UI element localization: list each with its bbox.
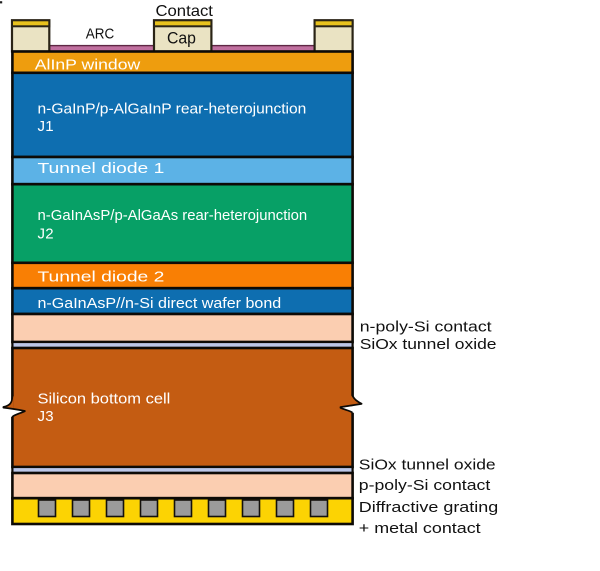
svg-text:AlInP window: AlInP window	[35, 57, 141, 73]
svg-text:n-GaInP/p-AlGaInP rear-heteroj: n-GaInP/p-AlGaInP rear-heterojunction	[38, 101, 307, 118]
svg-text:Cap: Cap	[167, 29, 196, 47]
svg-text:Tunnel diode 1: Tunnel diode 1	[38, 159, 165, 176]
svg-text:J3: J3	[38, 408, 54, 425]
svg-text:Tunnel diode 2: Tunnel diode 2	[38, 268, 165, 285]
svg-text:Diffractive grating: Diffractive grating	[359, 499, 498, 516]
svg-text:Contact: Contact	[156, 2, 214, 20]
svg-text:+ metal contact: + metal contact	[359, 520, 481, 536]
svg-text:Silicon bottom cell: Silicon bottom cell	[38, 391, 171, 407]
svg-text:SiOx tunnel oxide: SiOx tunnel oxide	[359, 457, 496, 474]
svg-text:J2: J2	[38, 225, 54, 242]
svg-text:p-poly-Si contact: p-poly-Si contact	[359, 477, 491, 493]
svg-text:n-GaInAsP/p-AlGaAs rear-hetero: n-GaInAsP/p-AlGaAs rear-heterojunction	[38, 207, 308, 224]
svg-text:n-poly-Si contact: n-poly-Si contact	[360, 319, 492, 335]
svg-text:SiOx tunnel oxide: SiOx tunnel oxide	[360, 336, 497, 353]
svg-text:n-GaInAsP//n-Si direct wafer b: n-GaInAsP//n-Si direct wafer bond	[38, 295, 282, 311]
svg-text:J1: J1	[38, 118, 54, 135]
svg-text:ARC: ARC	[86, 26, 114, 43]
